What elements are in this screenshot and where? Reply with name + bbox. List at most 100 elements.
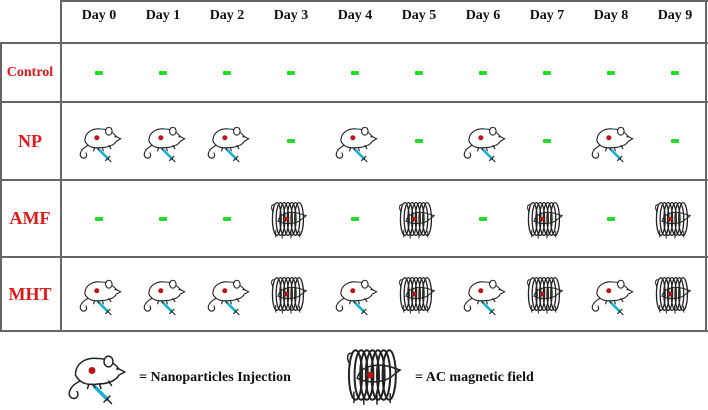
magnetic-coil-icon [655, 276, 692, 314]
schedule-cell [579, 258, 643, 330]
schedule-cell [323, 181, 387, 256]
magnetic-coil-icon [271, 276, 308, 314]
schedule-cell [195, 44, 259, 101]
legend: = Nanoparticles Injection = AC magnetic … [0, 340, 708, 410]
schedule-cell [387, 103, 451, 179]
schedule-cell [259, 258, 323, 330]
mouse-syringe-icon [591, 126, 634, 163]
no-treatment-mark [671, 70, 679, 75]
schedule-cell [579, 44, 643, 101]
schedule-cell [131, 103, 195, 179]
schedule-cell [323, 258, 387, 330]
mouse-syringe-icon [463, 126, 506, 163]
schedule-cell [67, 103, 131, 179]
no-treatment-mark [351, 216, 359, 221]
schedule-cell [131, 181, 195, 256]
legend-field-label: = AC magnetic field [415, 370, 534, 385]
no-treatment-mark [351, 70, 359, 75]
no-treatment-mark [479, 70, 487, 75]
day-header: Day 4 [337, 8, 373, 23]
mouse-syringe-icon [79, 126, 122, 163]
schedule-cell [643, 103, 707, 179]
magnetic-coil-icon [527, 201, 564, 239]
schedule-cell [515, 103, 579, 179]
day-header: Day 9 [657, 8, 693, 23]
day-header: Day 5 [401, 8, 437, 23]
no-treatment-mark [607, 216, 615, 221]
schedule-cell [451, 258, 515, 330]
mouse-syringe-icon [68, 355, 126, 405]
no-treatment-mark [415, 139, 423, 143]
schedule-cell [387, 181, 451, 256]
schedule-cell [259, 181, 323, 256]
no-treatment-mark [543, 139, 551, 143]
table-border-left [0, 42, 2, 332]
schedule-cell [323, 44, 387, 101]
schedule-cell [515, 258, 579, 330]
no-treatment-mark [479, 216, 487, 221]
schedule-cell [195, 181, 259, 256]
schedule-cell [387, 258, 451, 330]
day-header: Day 6 [465, 8, 501, 23]
magnetic-coil-icon [399, 276, 436, 314]
schedule-cell [131, 44, 195, 101]
mouse-syringe-icon [335, 126, 378, 163]
day-header: Day 7 [529, 8, 565, 23]
magnetic-coil-icon [527, 276, 564, 314]
table-divider [0, 179, 708, 181]
schedule-cell [259, 44, 323, 101]
schedule-cell [643, 181, 707, 256]
schedule-cell [515, 44, 579, 101]
schedule-cell [451, 181, 515, 256]
schedule-cell [67, 258, 131, 330]
schedule-cell [67, 44, 131, 101]
row-label-control: Control [6, 65, 54, 80]
schedule-cell [579, 181, 643, 256]
table-divider [0, 42, 708, 44]
table-divider [60, 0, 62, 332]
no-treatment-mark [223, 70, 231, 75]
row-label-amf: AMF [9, 208, 51, 228]
schedule-cell [515, 181, 579, 256]
table-border-top [60, 0, 708, 2]
day-header: Day 1 [145, 8, 181, 23]
schedule-cell [451, 44, 515, 101]
mouse-syringe-icon [79, 279, 122, 316]
schedule-cell [451, 103, 515, 179]
schedule-cell [643, 258, 707, 330]
schedule-cell [579, 103, 643, 179]
table-border-right [705, 0, 707, 332]
mouse-syringe-icon [463, 279, 506, 316]
table-divider [0, 256, 708, 258]
mouse-syringe-icon [207, 279, 250, 316]
row-label-np: NP [18, 131, 42, 151]
mouse-syringe-icon [591, 279, 634, 316]
schedule-cell [131, 258, 195, 330]
magnetic-coil-icon [271, 201, 308, 239]
no-treatment-mark [671, 139, 679, 143]
day-header: Day 8 [593, 8, 629, 23]
no-treatment-mark [287, 139, 295, 143]
no-treatment-mark [415, 70, 423, 75]
mouse-syringe-icon [143, 279, 186, 316]
no-treatment-mark [95, 216, 103, 221]
magnetic-coil-icon [346, 349, 402, 405]
schedule-cell [259, 103, 323, 179]
schedule-cell [67, 181, 131, 256]
row-label-mht: MHT [8, 284, 52, 304]
schedule-cell [643, 44, 707, 101]
day-header: Day 3 [273, 8, 309, 23]
mouse-syringe-icon [207, 126, 250, 163]
mouse-syringe-icon [335, 279, 378, 316]
no-treatment-mark [95, 70, 103, 75]
day-header: Day 2 [209, 8, 245, 23]
no-treatment-mark [159, 216, 167, 221]
no-treatment-mark [287, 70, 295, 75]
schedule-table: Day 0 Day 1 Day 2 Day 3 Day 4 Day 5 Day 6 Day 7… [0, 0, 708, 332]
schedule-cell [195, 103, 259, 179]
day-header: Day 0 [81, 8, 117, 23]
table-border-bottom [0, 330, 708, 332]
magnetic-coil-icon [399, 201, 436, 239]
no-treatment-mark [607, 70, 615, 75]
legend-injection-label: = Nanoparticles Injection [139, 370, 291, 385]
